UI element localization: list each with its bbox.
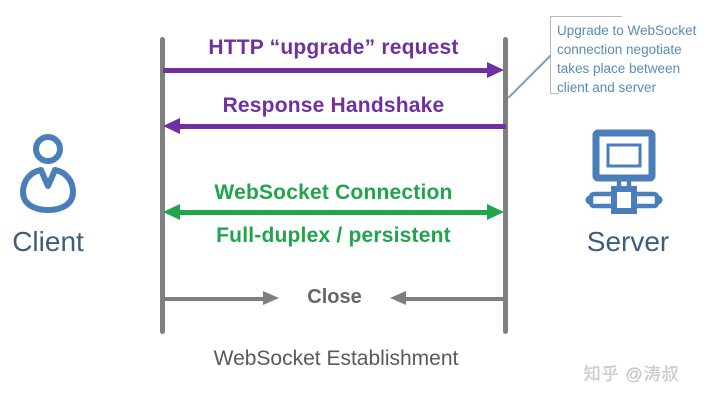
close-right-line: [406, 297, 506, 301]
callout-annotation: Upgrade to WebSocket connection negotiat…: [557, 23, 697, 95]
arrowhead-left-icon: [163, 118, 180, 134]
arrowhead-left-icon: [390, 291, 406, 305]
callout-border-top: [550, 16, 622, 17]
message-websocket-connection-label: WebSocket Connection: [214, 181, 453, 204]
server-label: Server: [586, 226, 670, 257]
message-close-label: Close: [307, 286, 362, 308]
watermark: 知乎 @涛叔: [584, 365, 680, 384]
arrowhead-left-icon: [163, 204, 180, 220]
arrowhead-right-icon: [487, 62, 504, 78]
message-websocket-connection-line: [180, 210, 487, 215]
message-response-handshake-line: [180, 124, 506, 129]
arrowhead-right-icon: [487, 204, 504, 220]
callout-leader-line: [507, 54, 551, 99]
server-lifeline: [503, 37, 508, 334]
callout-border-bottom: [550, 93, 559, 94]
message-response-handshake-label: Response Handshake: [222, 94, 445, 117]
message-http-upgrade-label: HTTP “upgrade” request: [208, 36, 459, 59]
server-network-icon: [585, 129, 663, 214]
client-label: Client: [12, 226, 84, 257]
diagram-title: WebSocket Establishment: [213, 347, 459, 370]
arrowhead-right-icon: [263, 291, 279, 305]
client-lifeline: [160, 37, 165, 334]
message-http-upgrade-line: [163, 68, 488, 73]
close-left-line: [163, 297, 264, 301]
client-person-icon: [20, 134, 76, 213]
message-full-duplex-label: Full-duplex / persistent: [216, 224, 451, 247]
